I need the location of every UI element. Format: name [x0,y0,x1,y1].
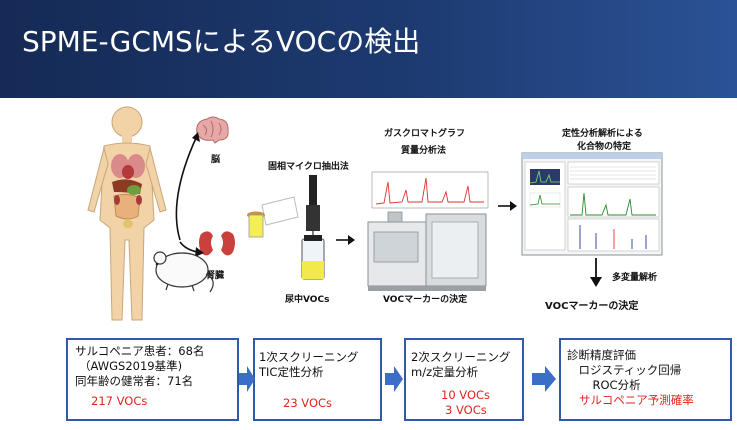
flow-step-diagnostic-evaluation: 診断精度評価 ロジスティック回帰 ROC分析 サルコペニア予測確率 [559,338,732,421]
qualitative-label-line1: 定性分析解析による [562,129,643,139]
urine-voc-label: 尿中VOCs [285,295,330,305]
mouse-illustration [153,251,214,293]
multivariate-label: 多変量解析 [612,273,658,283]
flow-arrow-2 [385,366,403,392]
spme-label: 固相マイクロ抽出法 [268,162,349,172]
primary-line-1: 1次スクリーニング [259,350,359,364]
spme-syringe-illustration [301,175,325,280]
chromatogram-thumbnail [371,171,489,209]
cohort-line-3: 同年齢の健常者：71名 [75,374,194,388]
diagnostic-line-3: ROC分析 [581,378,641,392]
diagnostic-line-1: 診断精度評価 [567,348,636,362]
voc-marker-center-label: VOCマーカーの決定 [383,295,468,305]
gcms-instrument-illustration [367,211,487,291]
brain-icon [196,116,229,144]
cohort-line-1: サルコペニア患者：68名 [75,344,205,358]
secondary-line-1: 2次スクリーニング [411,350,511,364]
cohort-voc-count: 217 VOCs [91,394,148,408]
human-body-illustration [87,106,167,321]
arrow-to-gcms [336,235,355,245]
secondary-voc-count-1: 10 VOCs [441,388,491,402]
primary-voc-count: 23 VOCs [283,396,333,410]
diagnostic-outcome: サルコペニア予測確率 [579,393,694,407]
arrow-to-analysis [498,201,517,211]
kidney-label: 腎臓 [206,271,225,281]
brain-label: 脳 [211,155,221,165]
flow-step-primary-screening: 1次スクリーニング TIC定性分析 23 VOCs [253,338,382,421]
body-to-organ-arrows [175,132,204,257]
cohort-line-2: （AWGS2019基準) [79,359,183,373]
flow-arrow-1 [239,366,255,392]
kidney-icon [199,231,235,256]
gcms-label-line1: ガスクロマトグラフ [384,129,466,139]
sample-vial-illustration [247,196,299,238]
arrow-down-multivariate [590,258,602,287]
secondary-voc-count-2: 3 VOCs [445,403,487,417]
qualitative-label-line2: 化合物の特定 [577,142,632,152]
primary-line-2: TIC定性分析 [259,365,324,379]
flow-step-cohort: サルコペニア患者：68名 （AWGS2019基準) 同年齢の健常者：71名 21… [66,338,239,421]
title-banner: SPME-GCMSによるVOCの検出 [0,0,737,98]
diagnostic-line-2: ロジスティック回帰 [567,363,682,377]
secondary-line-2: m/z定量分析 [411,365,479,379]
flow-arrow-3 [532,366,556,392]
flow-step-secondary-screening: 2次スクリーニング m/z定量分析 10 VOCs 3 VOCs [404,338,524,421]
voc-marker-right-label: VOCマーカーの決定 [545,301,639,312]
analysis-software-screenshot [521,152,663,256]
gcms-label-line2: 質量分析法 [401,146,447,156]
page-title: SPME-GCMSによるVOCの検出 [22,25,421,58]
